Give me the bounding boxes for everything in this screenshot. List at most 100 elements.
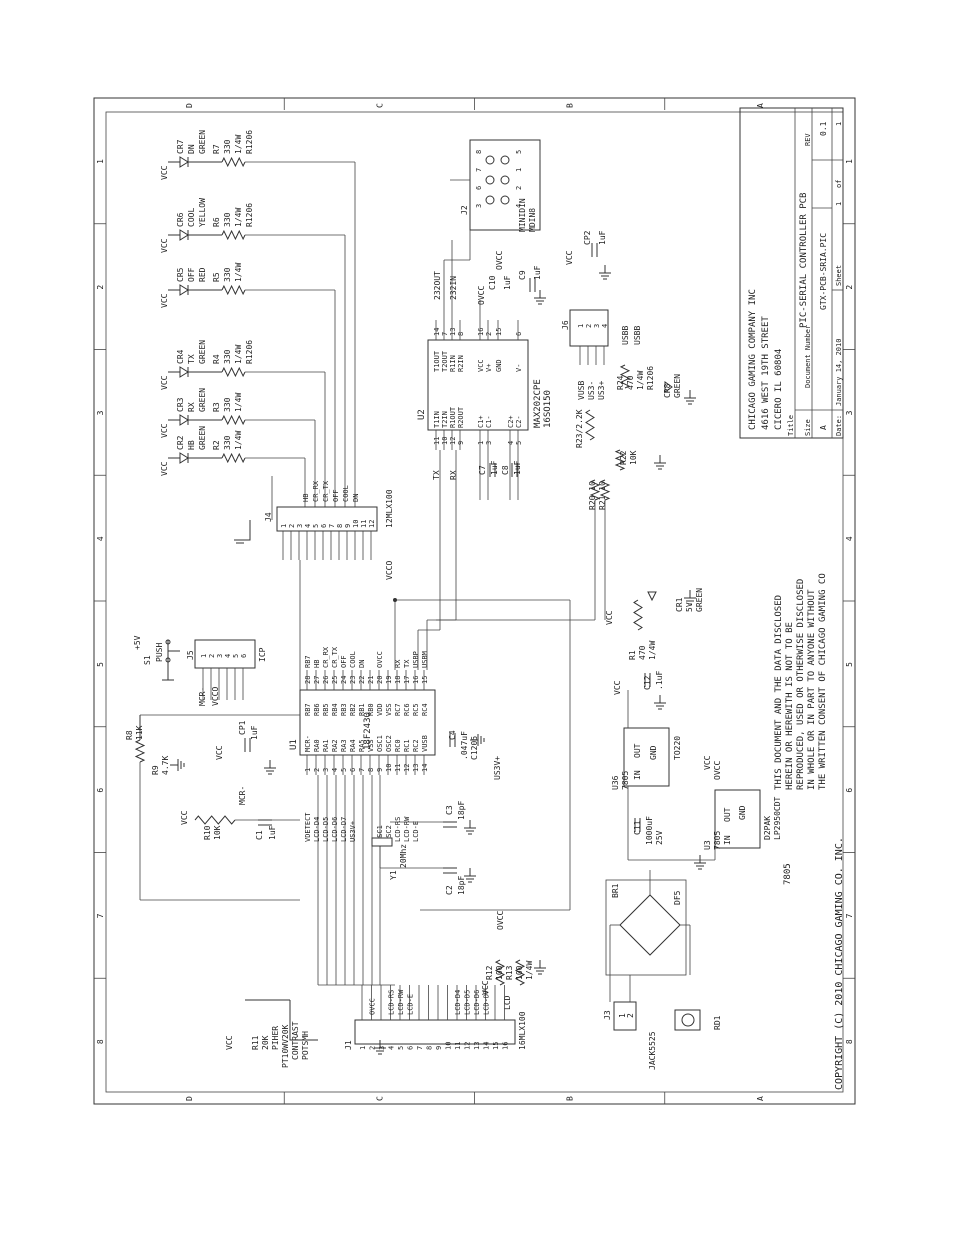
svg-text:19: 19 [385, 676, 393, 684]
svg-text:GREEN: GREEN [198, 426, 207, 450]
svg-text:16SO150: 16SO150 [543, 390, 553, 428]
svg-text:C4: C4 [448, 730, 457, 740]
svg-text:T2IN: T2IN [441, 411, 449, 428]
svg-text:1uF: 1uF [250, 725, 259, 740]
svg-text:LCD-D6: LCD-D6 [331, 817, 339, 842]
resistor-icon [221, 156, 246, 168]
svg-text:R1206: R1206 [245, 130, 254, 154]
led-function: OFF [187, 267, 196, 282]
j4-net-label: CR_TX [322, 480, 330, 502]
svg-text:18: 18 [394, 676, 402, 684]
u2-left-pin-number: 1 [477, 441, 485, 445]
svg-text:RC1: RC1 [403, 739, 411, 752]
u2-right-pin-name: VCC [477, 359, 485, 372]
resistor-package: R1206 [245, 130, 254, 154]
svg-text:THIS DOCUMENT AND THE DATA DIS: THIS DOCUMENT AND THE DATA DISCLOSED [774, 595, 784, 790]
svg-text:C2-: C2- [515, 415, 523, 428]
r12-resistor-icon [494, 959, 506, 986]
zone-row-bottom: D [185, 1096, 194, 1101]
svg-text:1: 1 [96, 159, 105, 164]
svg-text:LCD-RS: LCD-RS [394, 817, 402, 842]
svg-text:7805: 7805 [783, 863, 793, 885]
svg-text:C1+: C1+ [477, 415, 485, 428]
svg-text:RB4: RB4 [331, 703, 339, 716]
c10-ref: C10 [488, 275, 497, 290]
svg-text:GND: GND [649, 745, 658, 760]
svg-text:LCD-D4: LCD-D4 [454, 990, 462, 1015]
u1-right-net-label: USBP [412, 651, 420, 668]
c2-ref: C2 [445, 885, 454, 895]
svg-text:R1206: R1206 [245, 203, 254, 227]
svg-text:MCR-: MCR- [304, 735, 312, 752]
u1-left-net-label: OSC2 [385, 825, 393, 842]
j1-pin-number: 2 [369, 1046, 377, 1050]
vcc-label: VCC [215, 745, 224, 760]
svg-text:CR_TX: CR_TX [331, 646, 339, 668]
resistor-watt: 1/4W [234, 345, 243, 364]
resistor-icon [221, 229, 246, 241]
u2-right-pin-name: R2IN [457, 355, 465, 372]
svg-text:12: 12 [368, 520, 376, 528]
svg-text:HB: HB [302, 494, 310, 502]
zone-row-top: A [756, 103, 765, 108]
svg-text:OVCC: OVCC [713, 761, 722, 780]
svg-text:DN: DN [358, 660, 366, 668]
u1-left-pin-number: 4 [331, 768, 339, 772]
j4-net-label: DN [352, 494, 360, 502]
svg-text:27: 27 [313, 676, 321, 684]
u1-left-pin-number: 5 [340, 768, 348, 772]
svg-text:US3V+: US3V+ [349, 821, 357, 842]
svg-text:GREEN: GREEN [695, 588, 704, 612]
u1-left-pin-name: RA5 [358, 739, 366, 752]
r10-net-label: MCR- [238, 786, 247, 805]
svg-text:GND: GND [738, 805, 747, 820]
led-color: GREEN [198, 426, 207, 450]
svg-text:4: 4 [331, 768, 339, 772]
svg-text:CR_TX: CR_TX [322, 480, 330, 502]
resistor-ref: R7 [212, 144, 221, 154]
c4-package: C1206 [470, 736, 479, 760]
svg-text:8: 8 [457, 332, 465, 336]
zone-col-right: 8 [845, 1039, 854, 1044]
size-label: Size [804, 419, 812, 436]
u1-left-pin-name: OSC1 [376, 735, 384, 752]
u1-right-pin-number: 27 [313, 676, 321, 684]
c1-value: 1uF [268, 825, 277, 840]
svg-text:RA4: RA4 [349, 739, 357, 752]
svg-text:18pF: 18pF [457, 876, 466, 895]
r13-resistor-icon [514, 959, 526, 986]
svg-text:2: 2 [515, 186, 523, 190]
u1-right-pin-number: 16 [412, 676, 420, 684]
c2-capacitor [443, 867, 457, 874]
resistor-icon [221, 452, 246, 464]
svg-text:11: 11 [454, 1042, 462, 1050]
svg-text:J3: J3 [603, 1010, 612, 1020]
svg-text:Y1: Y1 [389, 870, 398, 880]
svg-text:OFF: OFF [187, 267, 196, 282]
cp2-value: 1uF [598, 230, 607, 245]
j1-pin-number: 13 [473, 1042, 481, 1050]
u36-regulator-to220: U36 7805 IN OUT GND TO220 [611, 727, 682, 790]
svg-text:REPRODUCED, USED OR OTHERWISE: REPRODUCED, USED OR OTHERWISE DISCLOSED [796, 579, 806, 790]
svg-text:R8: R8 [125, 730, 134, 740]
r11-contrast-pot: VCC R11 20K PIHER PT10WV20K CONTRAST POT… [225, 999, 318, 1068]
outer-border [93, 97, 856, 1105]
svg-text:2: 2 [626, 1013, 635, 1018]
j1-net-label: LCD-D6 [473, 990, 481, 1015]
u1-left-pin-name: MCR- [304, 735, 312, 752]
c1-ref: C1 [255, 830, 264, 840]
u1-left-net-label: LCD-E [412, 821, 420, 842]
svg-text:IN: IN [633, 770, 642, 780]
svg-text:18pF: 18pF [457, 801, 466, 820]
svg-text:R5: R5 [212, 272, 221, 282]
svg-text:C2: C2 [445, 885, 454, 895]
u1-left-pin-name: RC2 [412, 739, 420, 752]
u1-left-net-label: VDETECT [304, 812, 312, 842]
svg-text:U1: U1 [289, 739, 299, 750]
company-address: 4616 WEST 19TH STREET [761, 316, 771, 430]
svg-text:C1: C1 [255, 830, 264, 840]
u2-net-label: 232IN [449, 276, 458, 300]
svg-text:16: 16 [502, 1042, 510, 1050]
